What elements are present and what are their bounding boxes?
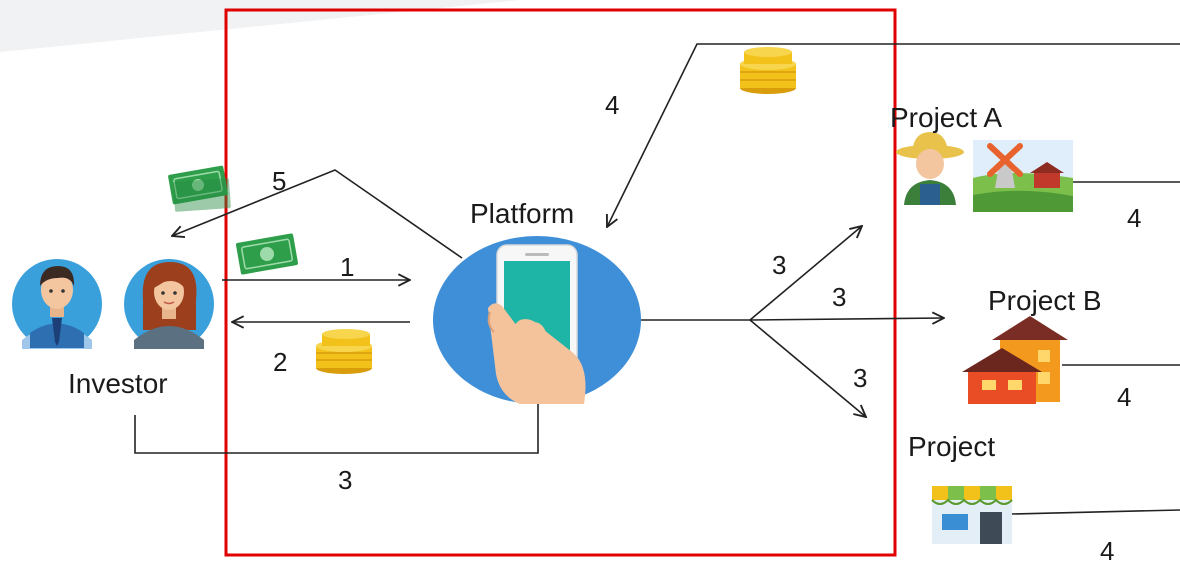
project-c-label: Project <box>908 431 996 462</box>
arrow-to-project-a <box>749 226 862 321</box>
arrow-step-4 <box>607 43 1180 227</box>
platform-label: Platform <box>470 198 575 229</box>
step-3-bottom-label: 3 <box>338 465 353 495</box>
investor-label: Investor <box>68 368 168 399</box>
coin-stack-icon <box>740 47 796 94</box>
project-c-line <box>1011 509 1180 515</box>
project-a-label: Project A <box>890 102 1003 133</box>
investor-woman-icon <box>124 259 214 349</box>
project-b-label: Project B <box>988 285 1102 316</box>
step-4-project-b-label: 4 <box>1117 382 1132 412</box>
arrow-to-project-c <box>749 319 866 417</box>
banknote-icon <box>168 165 231 212</box>
investor-man-icon <box>12 259 102 349</box>
windmill-farm-icon <box>973 140 1073 212</box>
coin-stack-icon <box>316 329 372 374</box>
shop-icon <box>931 486 1013 544</box>
step-4-project-a-label: 4 <box>1127 203 1142 233</box>
smartphone-hand-icon <box>433 236 641 404</box>
step-3-upper-label: 3 <box>772 250 787 280</box>
step-4-project-c-label: 4 <box>1100 536 1115 566</box>
farmer-icon <box>896 132 964 205</box>
step-5-label: 5 <box>272 166 287 196</box>
banknote-icon <box>235 233 299 275</box>
step-3-lower-label: 3 <box>853 363 868 393</box>
house-icon <box>962 316 1068 404</box>
step-4-top-label: 4 <box>605 90 620 120</box>
step-3-middle-label: 3 <box>832 282 847 312</box>
connector-step-3-bottom <box>134 403 539 454</box>
step-2-label: 2 <box>273 347 288 377</box>
arrow-step-5 <box>172 169 463 259</box>
arrow-to-project-b <box>749 318 944 320</box>
step-1-label: 1 <box>340 252 355 282</box>
background-banner <box>0 0 520 52</box>
platform-boundary-frame <box>224 8 897 557</box>
